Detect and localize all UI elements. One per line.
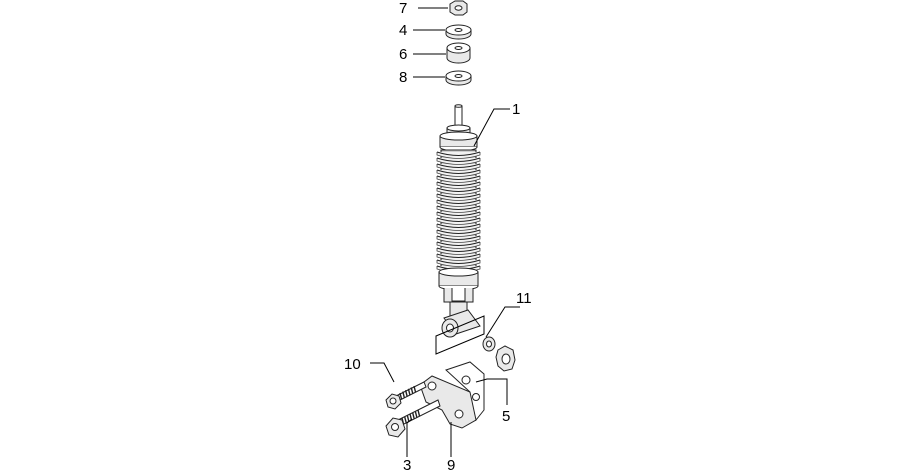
bolt-thread — [414, 411, 418, 418]
bolt-thread — [403, 416, 407, 423]
spring-coil — [436, 229, 481, 235]
bolt-thread — [404, 390, 408, 397]
part-8-washer — [445, 70, 472, 86]
spring-coil — [436, 175, 481, 181]
label-4: 4 — [399, 22, 407, 39]
bolt-thread — [406, 415, 410, 422]
spring-coil — [436, 235, 481, 241]
bolt-thread — [402, 391, 405, 398]
spring-coil — [436, 157, 481, 163]
spring-coil — [436, 223, 481, 229]
label-3: 3 — [403, 457, 411, 473]
spring-coil — [436, 151, 481, 157]
spring-coil — [436, 199, 481, 205]
part-11-washer — [482, 336, 496, 352]
part-10-bolt — [385, 381, 427, 410]
spring-coil — [436, 217, 481, 223]
callout-labels: 7 4 6 8 1 11 5 10 3 9 — [344, 0, 532, 473]
label-9: 9 — [447, 457, 455, 473]
label-10: 10 — [344, 356, 361, 373]
part-3-bolt — [385, 399, 441, 438]
spring-coil — [436, 241, 481, 247]
spring-coil — [436, 169, 481, 175]
spring-coil — [436, 253, 481, 259]
part-9-mounting-bracket — [419, 361, 485, 429]
bolt-thread — [413, 385, 417, 393]
spring-coil — [436, 259, 481, 265]
spring-coil — [436, 193, 481, 199]
bolt-thread — [417, 409, 421, 417]
part-6-rubber-bushing — [446, 42, 471, 64]
label-7: 7 — [399, 0, 407, 17]
leader-lines — [370, 7, 520, 457]
part-5-nut — [495, 345, 516, 372]
spring-coil — [436, 181, 481, 187]
spring-coil — [436, 187, 481, 193]
part-7-top-nut — [449, 0, 468, 16]
part-4-washer — [445, 24, 472, 40]
part-1-shock-absorber — [436, 104, 481, 338]
label-6: 6 — [399, 46, 407, 63]
label-8: 8 — [399, 69, 407, 86]
label-5: 5 — [502, 408, 510, 425]
spring-coil — [436, 205, 481, 211]
spring-coil — [436, 211, 481, 217]
plate-outline — [435, 315, 485, 355]
label-11: 11 — [516, 290, 532, 307]
spring-coil — [436, 163, 481, 169]
bolt-thread — [410, 387, 414, 394]
bolt-thread — [407, 388, 411, 395]
spring-coil — [436, 247, 481, 253]
label-1: 1 — [512, 101, 520, 118]
bolt-thread — [411, 412, 415, 419]
bolt-thread — [399, 392, 403, 400]
